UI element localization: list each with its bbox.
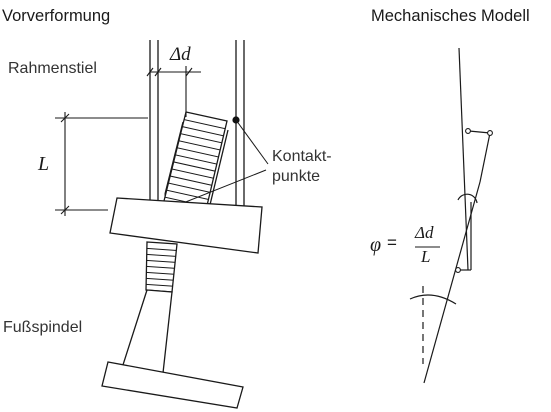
model-top-link <box>468 130 491 134</box>
model-post-line <box>458 47 469 271</box>
model-pin-top <box>465 128 471 134</box>
offset-dimension <box>146 66 201 117</box>
left-title: Vorverformung <box>2 7 111 25</box>
model-angle-arc <box>409 294 457 305</box>
formula-numerator: Δd <box>415 223 434 242</box>
lower-thread <box>145 241 178 293</box>
mechanical-model <box>409 47 491 384</box>
formula-denominator: L <box>421 247 431 266</box>
model-pin-top-right <box>487 130 493 136</box>
base-spindle-label: Fußspindel <box>3 319 83 336</box>
length-label: L <box>38 153 50 175</box>
right-title: Mechanisches Modell <box>371 7 530 25</box>
formula-phi: φ <box>370 234 382 256</box>
offset-label: Δd <box>170 44 191 65</box>
head-plate <box>109 197 263 254</box>
contact-points-label-line2: punkte <box>272 168 321 185</box>
frame-post <box>149 40 245 215</box>
formula-equals: = <box>387 233 397 252</box>
base-plate <box>101 361 244 409</box>
frame-post-label: Rahmenstiel <box>8 60 97 77</box>
length-dimension <box>55 112 148 216</box>
contact-points-label-line1: Kontakt- <box>272 148 332 165</box>
upper-thread <box>162 111 228 215</box>
model-spring <box>479 132 491 183</box>
model-pin-bottom <box>455 267 461 273</box>
spindle-column <box>121 289 173 374</box>
model-hinge <box>457 193 478 204</box>
